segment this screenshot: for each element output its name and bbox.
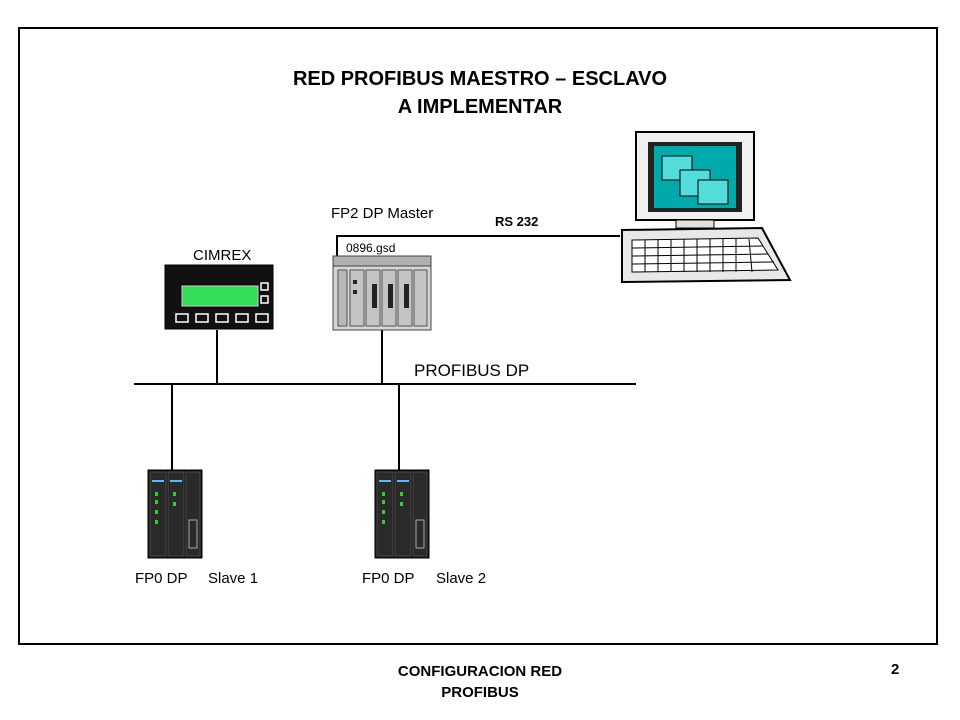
footer-line2: PROFIBUS bbox=[441, 684, 519, 701]
slave1-model-label: FP0 DP bbox=[135, 570, 188, 587]
slave1-name-label: Slave 1 bbox=[208, 570, 259, 587]
slide-frame bbox=[18, 27, 938, 645]
page-number: 2 bbox=[891, 661, 900, 678]
slave2-device bbox=[374, 469, 430, 559]
rs232-label: RS 232 bbox=[495, 214, 539, 229]
footer-caption: CONFIGURACION RED PROFIBUS bbox=[360, 661, 600, 703]
fp2-master-device bbox=[332, 255, 432, 331]
profibus-dp-label: PROFIBUS DP bbox=[414, 361, 530, 380]
diagram-title-line1: RED PROFIBUS MAESTRO – ESCLAVO bbox=[292, 68, 668, 90]
gsd-label: 0896.gsd bbox=[346, 241, 396, 255]
pc-computer bbox=[621, 131, 792, 284]
diagram-title-line2: A IMPLEMENTAR bbox=[397, 96, 563, 118]
master-label: FP2 DP Master bbox=[331, 205, 434, 222]
footer-line1: CONFIGURACION RED bbox=[397, 663, 563, 680]
cimrex-device bbox=[164, 264, 274, 330]
slave1-device bbox=[147, 469, 203, 559]
cimrex-label: CIMREX bbox=[193, 247, 252, 264]
slave2-model-label: FP0 DP bbox=[362, 570, 415, 587]
slave2-name-label: Slave 2 bbox=[436, 570, 487, 587]
rs232-line bbox=[336, 235, 620, 256]
